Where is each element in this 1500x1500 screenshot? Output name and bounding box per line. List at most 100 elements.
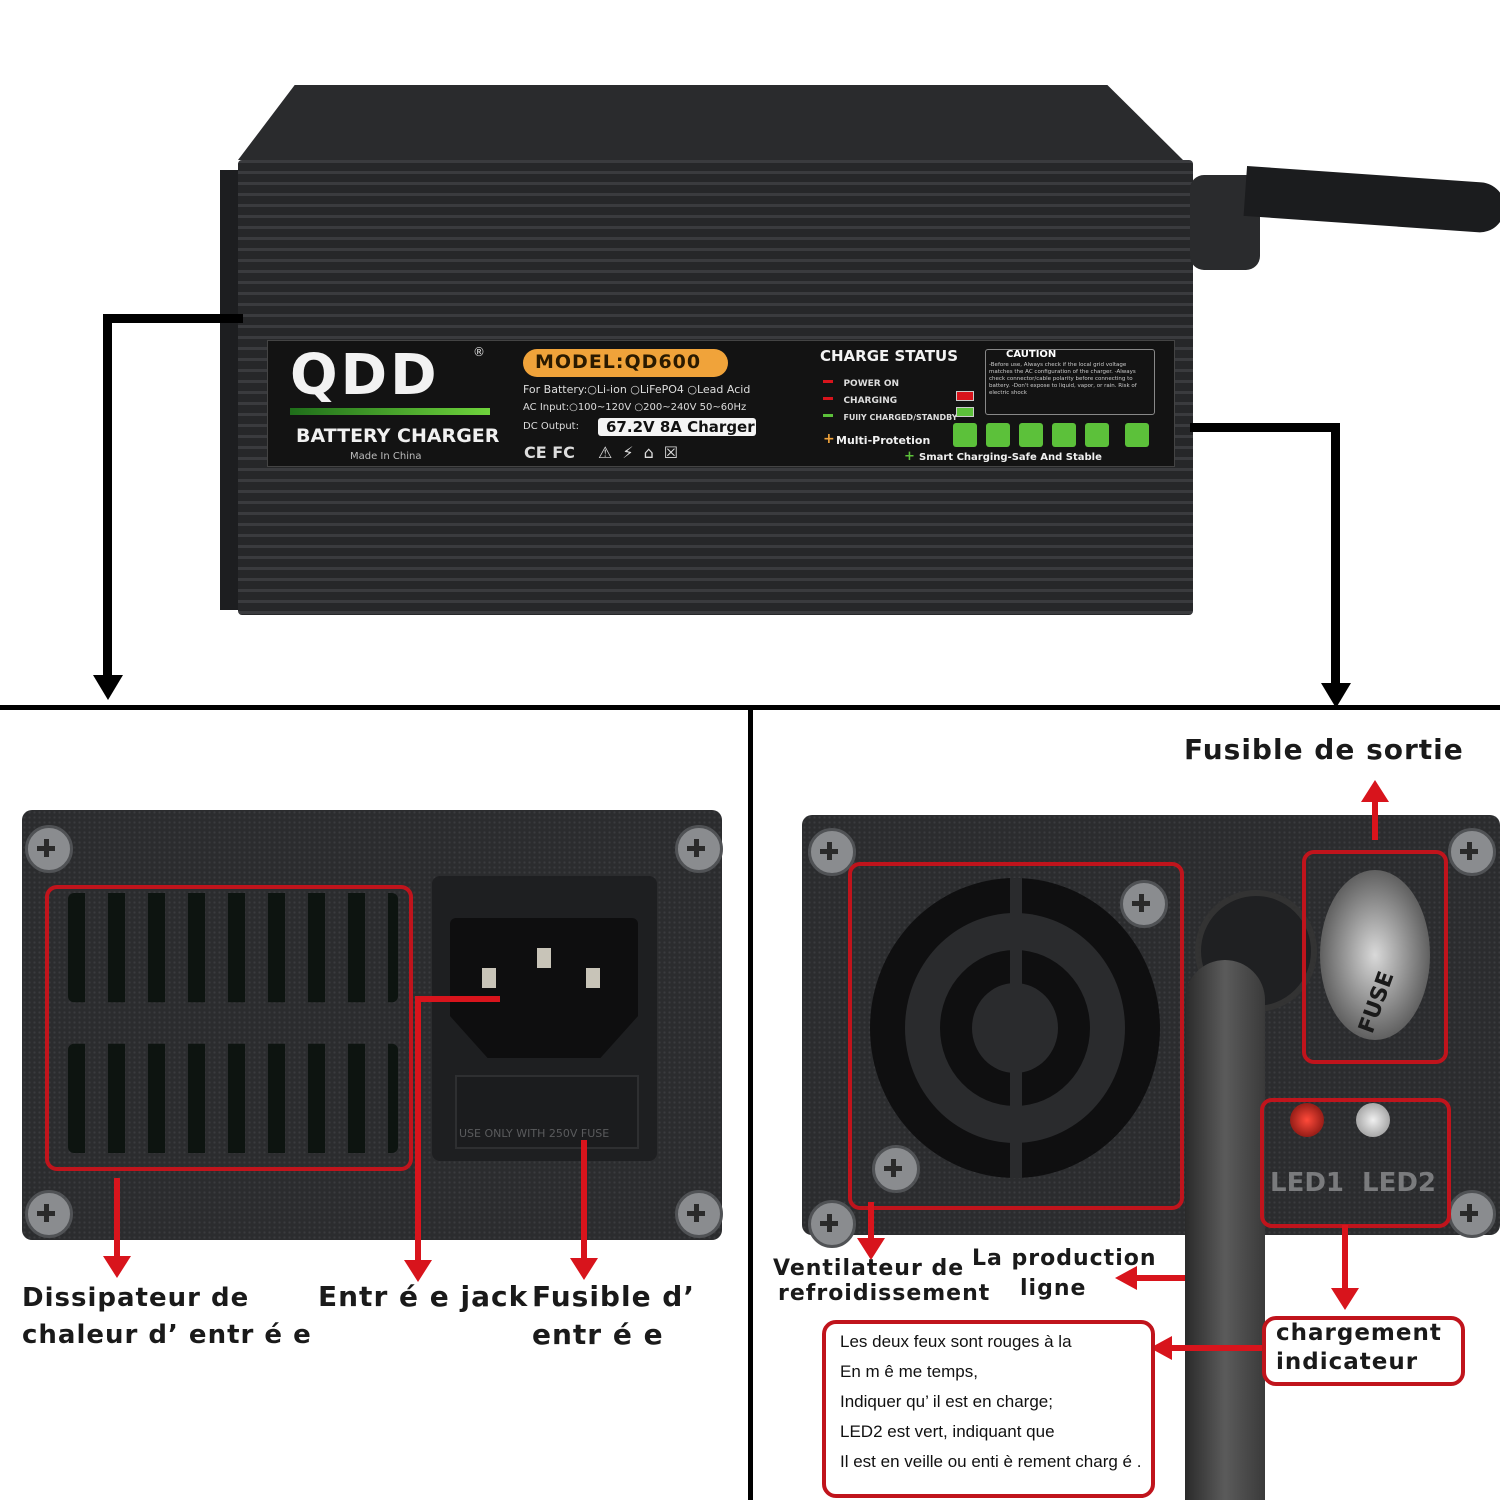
led-highlight bbox=[1260, 1098, 1451, 1228]
caption-output-line-2: ligne bbox=[1020, 1276, 1087, 1301]
model-badge bbox=[523, 349, 728, 377]
screw-icon bbox=[1448, 828, 1496, 876]
thermometer-icon bbox=[1125, 423, 1149, 447]
red-dash-icon bbox=[823, 397, 833, 401]
status-charging: CHARGING bbox=[823, 390, 897, 408]
output-cable bbox=[1185, 960, 1265, 1500]
registered-mark: ® bbox=[473, 345, 485, 359]
led1-label: LED1 bbox=[1270, 1168, 1345, 1198]
led2-label: LED2 bbox=[1362, 1168, 1437, 1198]
dc-output-box bbox=[598, 418, 756, 436]
arrow-down-icon bbox=[1321, 683, 1351, 708]
power-cable-cord bbox=[1243, 165, 1500, 235]
plus-green-icon: + bbox=[904, 449, 915, 464]
dc-output-value: 67.2V 8A Charger bbox=[606, 418, 755, 436]
led2-indicator bbox=[1356, 1103, 1390, 1137]
caption-heatsink-line2: chaleur d’ entr é e bbox=[22, 1320, 312, 1350]
screw-icon bbox=[1120, 880, 1168, 928]
battery-green-icon bbox=[956, 407, 974, 417]
caution-text: -Before use, Always check if the local g… bbox=[989, 362, 1137, 396]
status-label: POWER ON bbox=[843, 379, 900, 389]
fan-highlight bbox=[848, 862, 1184, 1210]
vertical-divider bbox=[748, 705, 753, 1500]
certification-marks: CE FC bbox=[524, 443, 575, 462]
pin-icon bbox=[537, 948, 551, 968]
connector-line-left-h bbox=[103, 314, 243, 323]
screw-icon bbox=[25, 825, 73, 873]
heatsink-highlight bbox=[45, 885, 413, 1171]
note-line: En m ê me temps, bbox=[840, 1362, 978, 1381]
cooling-fan bbox=[870, 878, 1160, 1178]
smart-charging-text: Smart Charging-Safe And Stable bbox=[919, 452, 1102, 463]
led1-red-indicator bbox=[1290, 1103, 1324, 1137]
logo-underline bbox=[290, 408, 490, 415]
arrow-down-icon bbox=[93, 675, 123, 700]
callout-line bbox=[114, 1178, 120, 1258]
screw-icon bbox=[675, 825, 723, 873]
arrow-down-icon bbox=[103, 1256, 131, 1278]
callout-line bbox=[1170, 1345, 1262, 1351]
ac-inlet-socket[interactable] bbox=[450, 918, 638, 1058]
charge-status-title: CHARGE STATUS bbox=[820, 347, 959, 365]
arrow-down-icon bbox=[570, 1258, 598, 1280]
output-fuse-holder[interactable] bbox=[1320, 870, 1430, 1040]
caption-output-line-1: La production bbox=[972, 1246, 1157, 1271]
recycle-icon bbox=[1085, 423, 1109, 447]
screw-icon bbox=[675, 1190, 723, 1238]
ac-input: AC Input:○100~120V ○200~240V 50~60Hz bbox=[523, 402, 747, 413]
fuse-plate-text: USE ONLY WITH 250V FUSE bbox=[459, 1127, 610, 1140]
shield-icon bbox=[953, 423, 977, 447]
arrow-left-icon bbox=[1115, 1266, 1137, 1290]
arrow-down-icon bbox=[404, 1260, 432, 1282]
heatsink-vents bbox=[68, 893, 398, 1153]
connector-line-right-v bbox=[1331, 423, 1340, 685]
screw-icon bbox=[25, 1190, 73, 1238]
product-label: QDD ® BATTERY CHARGER Made In China MODE… bbox=[267, 340, 1175, 467]
note-line: Les deux feux sont rouges à la bbox=[840, 1332, 1072, 1351]
battery-types: For Battery:○Li-ion ○LiFePO4 ○Lead Acid bbox=[523, 383, 751, 396]
callout-line bbox=[1372, 800, 1378, 840]
callout-line bbox=[415, 996, 421, 1261]
warning-icons: ⚠⚡⌂☒ bbox=[598, 443, 689, 462]
screw-icon bbox=[1448, 1190, 1496, 1238]
caution-title: CAUTION bbox=[1006, 349, 1057, 360]
fan-guard-spoke bbox=[1010, 878, 1022, 1178]
battery-red-icon bbox=[956, 391, 974, 401]
callout-line bbox=[415, 996, 500, 1002]
screw-icon bbox=[808, 1200, 856, 1248]
caption-heatsink-line1: Dissipateur de bbox=[22, 1283, 250, 1313]
caution-box: CAUTION -Before use, Always check if the… bbox=[985, 349, 1155, 415]
warning-triangle-icon bbox=[1052, 423, 1076, 447]
arrow-down-icon bbox=[857, 1238, 885, 1260]
multi-protection-text: Multi-Protetion bbox=[836, 434, 931, 447]
product-name: BATTERY CHARGER bbox=[296, 425, 500, 447]
status-label: CHARGING bbox=[843, 396, 898, 406]
status-power-on: POWER ON bbox=[823, 373, 899, 391]
screw-icon bbox=[808, 828, 856, 876]
curve-icon bbox=[986, 423, 1010, 447]
status-label: FUllY CHARGED/STANDBY bbox=[843, 413, 958, 422]
charging-indicator-caption-box bbox=[1262, 1316, 1465, 1386]
green-dash-icon bbox=[823, 414, 833, 418]
caption-fan-line2: refroidissement bbox=[778, 1281, 991, 1306]
note-line: Indiquer qu’ il est en charge; bbox=[840, 1392, 1053, 1411]
arrow-down-icon bbox=[1331, 1288, 1359, 1310]
made-in-text: Made In China bbox=[350, 451, 422, 462]
arrow-up-icon bbox=[1361, 780, 1389, 802]
lightning-icon bbox=[1019, 423, 1043, 447]
fuse-drawer[interactable] bbox=[455, 1075, 639, 1149]
plus-icon: + bbox=[823, 431, 835, 447]
led-note-box: Les deux feux sont rouges à la En m ê me… bbox=[822, 1320, 1155, 1498]
pin-icon bbox=[586, 968, 600, 988]
caption-input-jack: Entr é e jack bbox=[318, 1280, 529, 1313]
caption-charging-indicator-line2: indicateur bbox=[1276, 1349, 1419, 1375]
callout-line bbox=[1342, 1225, 1348, 1290]
caption-charging-indicator-line1: chargement bbox=[1276, 1320, 1442, 1346]
model-text: MODEL:QD600 bbox=[535, 351, 702, 373]
caption-input-fuse-line2: entr é e bbox=[532, 1318, 664, 1351]
pin-icon bbox=[482, 968, 496, 988]
caption-fan-line1: Ventilateur de bbox=[773, 1256, 965, 1281]
connector-line-left-v bbox=[103, 314, 112, 679]
status-fully-charged: FUllY CHARGED/STANDBY bbox=[823, 407, 958, 425]
callout-line bbox=[868, 1202, 874, 1242]
